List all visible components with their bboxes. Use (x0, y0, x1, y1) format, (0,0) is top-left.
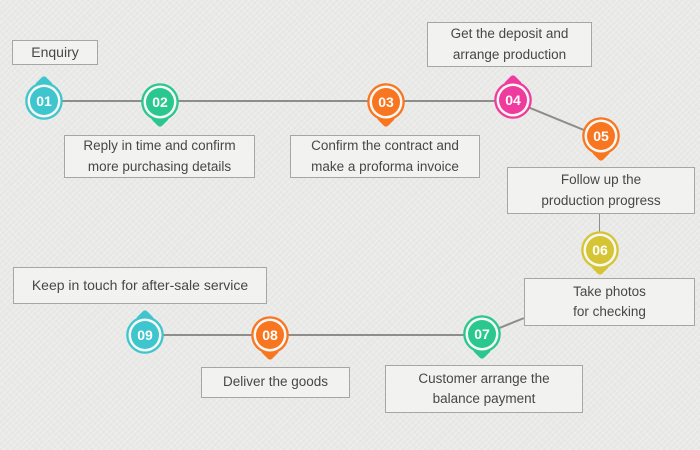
step-label-text: Get the deposit and arrange production (450, 26, 569, 62)
step-number: 03 (372, 88, 400, 116)
step-number: 04 (499, 86, 527, 114)
step-label-text: Confirm the contract and make a proforma… (311, 138, 459, 174)
step-label-deliver-goods: Deliver the goods (201, 367, 350, 398)
step-label-text: Follow up the production progress (541, 172, 661, 208)
step-label-take-photos: Take photos for checking (524, 278, 695, 326)
step-label-reply: Reply in time and confirm more purchasin… (64, 135, 255, 178)
step-marker-09: 09 (131, 309, 159, 349)
step-marker-08: 08 (256, 321, 284, 361)
step-label-enquiry: Enquiry (12, 40, 98, 65)
connector-line-top (44, 100, 513, 102)
step-label-follow-up: Follow up the production progress (507, 167, 695, 214)
step-number: 01 (30, 87, 58, 115)
step-label-text: Customer arrange the balance payment (418, 370, 550, 406)
step-label-after-sale: Keep in touch for after-sale service (13, 267, 267, 304)
step-label-confirm-contract: Confirm the contract and make a proforma… (290, 135, 480, 178)
connector-line-bottom (145, 334, 482, 336)
step-label-text: Reply in time and confirm more purchasin… (83, 138, 236, 174)
step-number: 02 (146, 88, 174, 116)
step-marker-01: 01 (30, 75, 58, 115)
step-marker-02: 02 (146, 88, 174, 128)
step-number: 08 (256, 321, 284, 349)
step-marker-03: 03 (372, 88, 400, 128)
step-label-get-deposit: Get the deposit and arrange production (427, 22, 592, 67)
step-number: 06 (586, 236, 614, 264)
step-number: 09 (131, 321, 159, 349)
step-marker-06: 06 (586, 236, 614, 276)
step-marker-04: 04 (499, 74, 527, 114)
step-label-balance-payment: Customer arrange the balance payment (385, 365, 583, 413)
step-label-text: Take photos for checking (573, 283, 646, 319)
step-number: 07 (468, 320, 496, 348)
step-label-text: Deliver the goods (222, 374, 329, 390)
step-marker-07: 07 (468, 320, 496, 360)
step-marker-05: 05 (587, 122, 615, 162)
step-number: 05 (587, 122, 615, 150)
step-label-text: Enquiry (31, 44, 79, 60)
connector-line-followup-06 (598, 213, 600, 235)
step-label-text: Keep in touch for after-sale service (31, 277, 249, 293)
